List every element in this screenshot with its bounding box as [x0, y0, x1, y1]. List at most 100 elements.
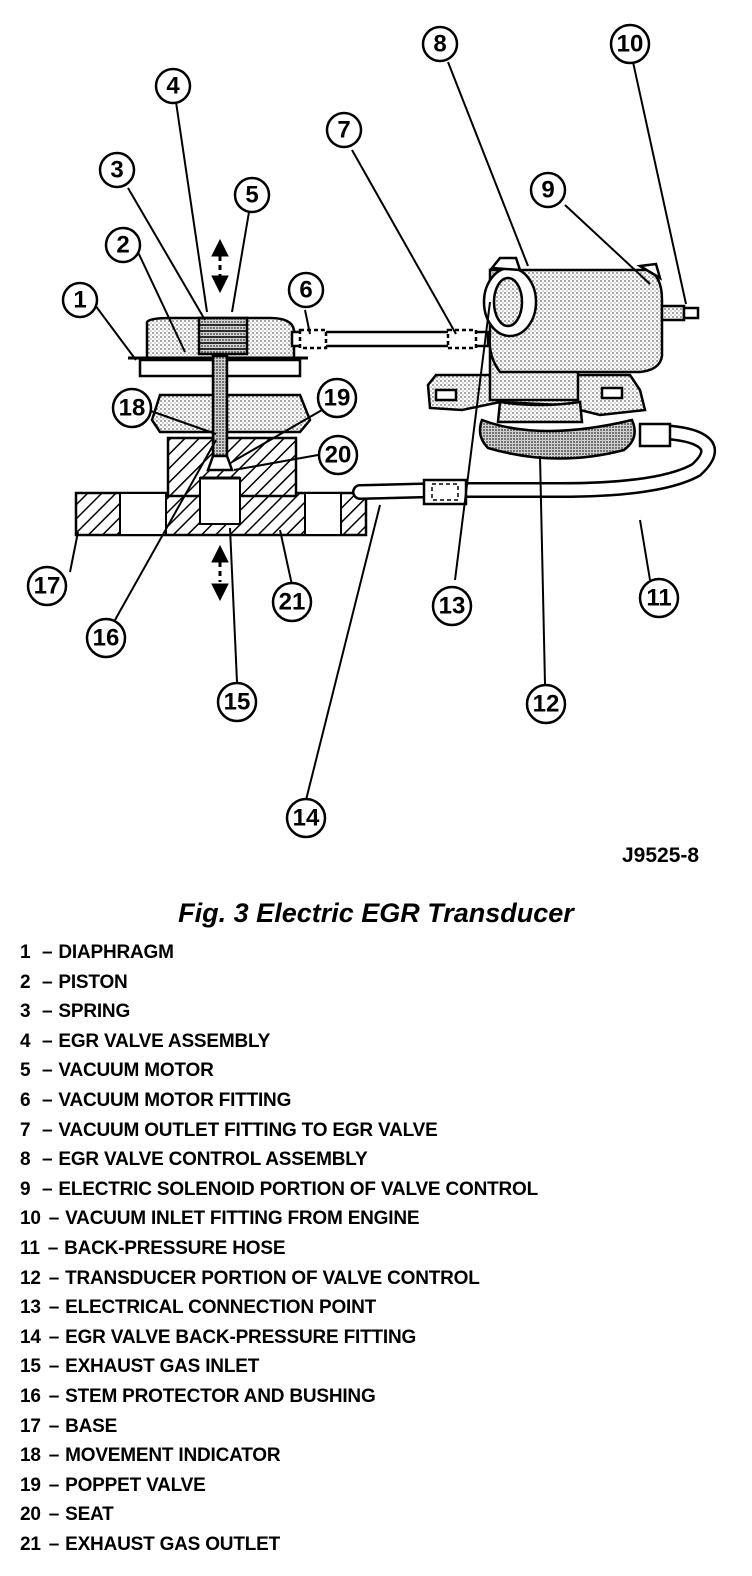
- callout-19: 19: [316, 377, 358, 419]
- svg-text:9: 9: [541, 177, 554, 204]
- legend-number: 1: [20, 942, 31, 963]
- legend-number: 4: [20, 1030, 31, 1052]
- callout-21: 21: [271, 581, 313, 623]
- legend-label: ELECTRIC SOLENOID PORTION OF VALVE CONTR…: [58, 1178, 539, 1200]
- legend-item: 1–DIAPHRAGM: [20, 938, 720, 968]
- legend-item: 4–EGR VALVE ASSEMBLY: [20, 1027, 720, 1057]
- legend-label: VACUUM MOTOR FITTING: [58, 1089, 292, 1111]
- callout-4: 4: [154, 67, 192, 105]
- callout-15: 15: [216, 681, 258, 723]
- legend-label: EGR VALVE CONTROL ASSEMBLY: [58, 1149, 368, 1171]
- legend-number: 2: [20, 971, 31, 993]
- figure-id: J9525-8: [622, 844, 700, 867]
- svg-text:17: 17: [34, 573, 61, 600]
- callout-20: 20: [317, 434, 359, 476]
- legend-item: 21–EXHAUST GAS OUTLET: [20, 1530, 720, 1560]
- legend-item: 2–PISTON: [20, 968, 720, 998]
- svg-text:3: 3: [110, 157, 123, 184]
- leader-lines: [69, 61, 687, 801]
- callout-6: 6: [287, 271, 325, 309]
- legend-label: VACUUM MOTOR: [58, 1060, 214, 1082]
- svg-text:6: 6: [299, 277, 312, 304]
- legend-number: 13: [20, 1297, 41, 1319]
- legend-list: 1–DIAPHRAGM 2–PISTON 3–SPRING 4–EGR VALV…: [20, 938, 720, 1559]
- legend-label: SPRING: [58, 1001, 131, 1023]
- legend-item: 10–VACUUM INLET FITTING FROM ENGINE: [20, 1204, 720, 1234]
- legend-item: 20–SEAT: [20, 1500, 720, 1530]
- legend-item: 17–BASE: [20, 1412, 720, 1442]
- legend-number: 8: [20, 1149, 31, 1171]
- svg-text:10: 10: [617, 31, 644, 58]
- legend-label: STEM PROTECTOR AND BUSHING: [65, 1385, 376, 1407]
- svg-text:8: 8: [433, 31, 446, 58]
- svg-text:13: 13: [439, 593, 466, 620]
- legend-item: 15–EXHAUST GAS INLET: [20, 1352, 720, 1382]
- legend-label: MOVEMENT INDICATOR: [65, 1445, 281, 1467]
- legend-number: 5: [20, 1060, 31, 1082]
- egr-control-assembly: [426, 256, 700, 460]
- legend-item: 9–ELECTRIC SOLENOID PORTION OF VALVE CON…: [20, 1175, 720, 1205]
- vacuum-motor: [128, 316, 312, 472]
- legend-number: 19: [20, 1474, 41, 1496]
- legend-item: 3–SPRING: [20, 997, 720, 1027]
- svg-text:18: 18: [119, 395, 146, 422]
- legend-label: VACUUM INLET FITTING FROM ENGINE: [65, 1208, 420, 1230]
- egr-transducer-diagram: 1 2 3 4 5 6 7 8 9 10 11 12 13 14 15 16 1…: [26, 23, 716, 839]
- callout-9: 9: [529, 171, 567, 209]
- legend-item: 5–VACUUM MOTOR: [20, 1056, 720, 1086]
- legend-number: 14: [20, 1326, 41, 1348]
- legend-number: 17: [20, 1415, 41, 1437]
- legend-item: 7–VACUUM OUTLET FITTING TO EGR VALVE: [20, 1116, 720, 1146]
- legend-item: 6–VACUUM MOTOR FITTING: [20, 1086, 720, 1116]
- callout-1: 1: [61, 281, 99, 319]
- callout-16: 16: [85, 617, 127, 659]
- legend-item: 8–EGR VALVE CONTROL ASSEMBLY: [20, 1145, 720, 1175]
- svg-text:11: 11: [646, 585, 671, 612]
- callout-5: 5: [233, 176, 271, 214]
- callout-17: 17: [26, 565, 68, 607]
- callout-3: 3: [98, 151, 136, 189]
- callout-8: 8: [421, 25, 459, 63]
- legend-item: 18–MOVEMENT INDICATOR: [20, 1441, 720, 1471]
- legend-number: 3: [20, 1001, 31, 1023]
- svg-text:15: 15: [224, 689, 251, 716]
- svg-text:4: 4: [166, 73, 180, 100]
- legend-number: 10: [20, 1208, 41, 1230]
- callout-13: 13: [431, 585, 473, 627]
- movement-arrows: [211, 238, 229, 602]
- legend-label: SEAT: [65, 1504, 114, 1526]
- legend-number: 20: [20, 1504, 41, 1526]
- figure-caption: Fig. 3 Electric EGR Transducer: [178, 898, 574, 928]
- legend-number: 16: [20, 1385, 41, 1407]
- legend-item: 14–EGR VALVE BACK-PRESSURE FITTING: [20, 1323, 720, 1353]
- callout-10: 10: [609, 23, 651, 65]
- legend-number: 6: [20, 1089, 31, 1111]
- svg-text:7: 7: [337, 117, 350, 144]
- legend-label: POPPET VALVE: [65, 1474, 206, 1496]
- legend-label: EGR VALVE ASSEMBLY: [58, 1030, 271, 1052]
- svg-text:21: 21: [279, 589, 306, 616]
- legend-number: 15: [20, 1356, 41, 1378]
- svg-text:20: 20: [325, 442, 352, 469]
- svg-text:19: 19: [324, 385, 351, 412]
- legend-label: EXHAUST GAS OUTLET: [65, 1533, 281, 1555]
- callout-12: 12: [525, 683, 567, 725]
- svg-text:1: 1: [73, 287, 86, 314]
- legend-label: PISTON: [58, 971, 128, 993]
- legend-label: DIAPHRAGM: [58, 942, 174, 963]
- vacuum-tube: [290, 328, 490, 350]
- callout-11: 11: [638, 577, 680, 619]
- legend-item: 11–BACK-PRESSURE HOSE: [20, 1234, 720, 1264]
- legend-number: 18: [20, 1445, 41, 1467]
- back-pressure-hose: [352, 422, 716, 506]
- legend-number: 7: [20, 1119, 31, 1141]
- legend-label: EXHAUST GAS INLET: [65, 1356, 260, 1378]
- callout-14: 14: [285, 797, 327, 839]
- svg-text:12: 12: [533, 691, 560, 718]
- legend-item: 16–STEM PROTECTOR AND BUSHING: [20, 1382, 720, 1412]
- callout-18: 18: [111, 387, 153, 429]
- callout-2: 2: [104, 226, 142, 264]
- legend-item: 13–ELECTRICAL CONNECTION POINT: [20, 1293, 720, 1323]
- svg-text:5: 5: [245, 182, 258, 209]
- legend-item: 19–POPPET VALVE: [20, 1471, 720, 1501]
